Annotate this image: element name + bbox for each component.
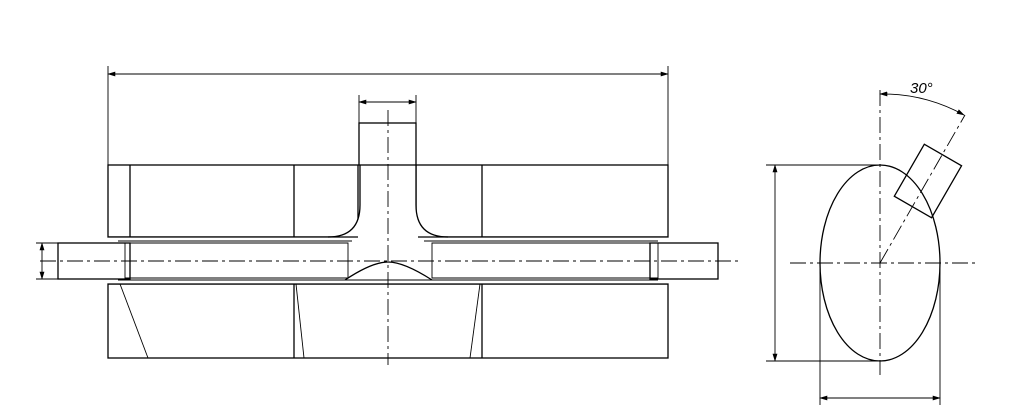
angle-label: 30° — [910, 80, 933, 97]
top-nozzle — [358, 122, 417, 166]
front-view — [36, 66, 740, 365]
upper-body-right — [415, 164, 669, 238]
side-view: 30° — [766, 80, 975, 405]
angled-nozzle — [893, 143, 963, 219]
perforated-filler-right — [431, 242, 659, 279]
junction-bulge — [344, 261, 433, 281]
upper-body-left — [107, 164, 359, 238]
